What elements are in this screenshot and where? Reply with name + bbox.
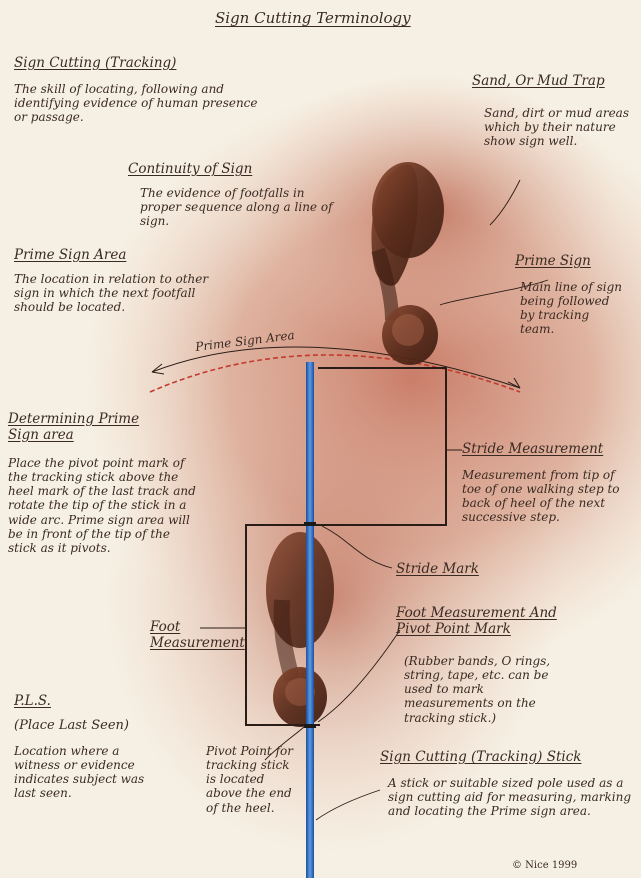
pivot-point-band bbox=[304, 724, 316, 728]
sand-trap-heading: Sand, Or Mud Trap bbox=[472, 74, 605, 90]
sign-cutting-text: The skill of locating, following and ide… bbox=[14, 82, 264, 124]
sand-trap-text: Sand, dirt or mud areas which by their n… bbox=[484, 106, 632, 148]
prime-sign-text: Main line of sign being followed by trac… bbox=[520, 280, 625, 337]
foot-pivot-text: (Rubber bands, O rings, string, tape, et… bbox=[404, 654, 576, 725]
prime-sign-area-heading: Prime Sign Area bbox=[14, 248, 126, 264]
tracking-stick bbox=[306, 362, 314, 878]
stride-mark-band bbox=[304, 522, 316, 526]
continuity-heading: Continuity of Sign bbox=[128, 162, 252, 178]
stride-measurement-text: Measurement from tip of toe of one walki… bbox=[462, 468, 632, 525]
foot-measurement-label: Foot Measurement bbox=[150, 620, 240, 652]
prime-sign-area-text: The location in relation to other sign i… bbox=[14, 272, 224, 314]
sign-cutting-heading: Sign Cutting (Tracking) bbox=[14, 56, 176, 72]
foot-pivot-heading: Foot Measurement And Pivot Point Mark bbox=[396, 606, 571, 638]
stride-mark-label: Stride Mark bbox=[396, 562, 479, 578]
determining-heading: Determining Prime Sign area bbox=[8, 412, 158, 444]
determining-text: Place the pivot point mark of the tracki… bbox=[8, 456, 200, 555]
continuity-text: The evidence of footfalls in proper sequ… bbox=[140, 186, 340, 228]
stick-heading: Sign Cutting (Tracking) Stick bbox=[380, 750, 581, 766]
lower-footprint bbox=[266, 532, 334, 727]
prime-sign-heading: Prime Sign bbox=[515, 254, 591, 270]
pls-text: Location where a witness or evidence ind… bbox=[14, 744, 164, 801]
copyright: © Nice 1999 bbox=[512, 860, 577, 872]
pls-subheading: (Place Last Seen) bbox=[14, 718, 129, 733]
pivot-point-text: Pivot Point for tracking stick is locate… bbox=[206, 744, 294, 815]
stride-measurement-heading: Stride Measurement bbox=[462, 442, 603, 458]
pls-heading: P.L.S. bbox=[14, 694, 51, 710]
stick-text: A stick or suitable sized pole used as a… bbox=[388, 776, 632, 818]
page-title: Sign Cutting Terminology bbox=[215, 10, 411, 28]
